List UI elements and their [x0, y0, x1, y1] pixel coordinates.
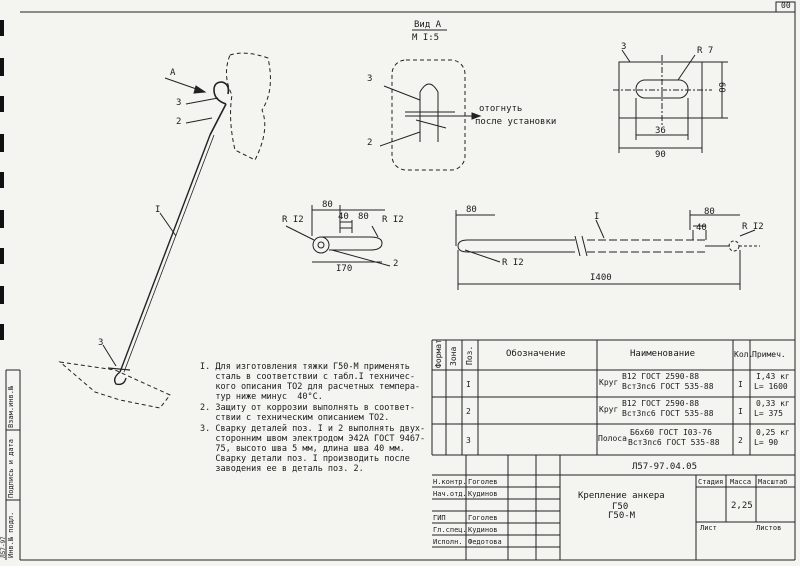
- dim-170: I70: [336, 264, 353, 274]
- side-code: Л57-97: [0, 536, 7, 558]
- plate-detail: [613, 49, 728, 153]
- header-zone: Зона: [449, 346, 458, 366]
- mass-value: 2,25: [731, 501, 753, 511]
- bend-note-2: после установки: [475, 117, 557, 127]
- anchor-main-view: [58, 52, 271, 409]
- row-note-2: L= 1600: [754, 382, 788, 391]
- spec-table-grid: [431, 339, 795, 456]
- sheets-label: Листов: [756, 524, 782, 532]
- row-note-1: 0,33 кг: [756, 399, 790, 408]
- row-pos: I: [466, 380, 471, 389]
- bend-note-1: отогнуть: [479, 104, 523, 114]
- role-label: Нач.отд.: [433, 490, 467, 498]
- row-pos: 3: [466, 436, 471, 445]
- doc-code: Л57-97.04.05: [632, 462, 698, 472]
- side-replace: Взам.инв.№: [7, 385, 15, 428]
- view-a: [379, 29, 482, 171]
- position-label: 2: [393, 259, 399, 269]
- sheet-corner-number: 00: [781, 1, 791, 10]
- scale-label: Масштаб: [758, 478, 788, 486]
- binding-marks: [0, 20, 4, 340]
- stage-label: Стадия: [698, 478, 724, 486]
- role-label: Исполн.: [433, 538, 463, 546]
- dim-r12: R I2: [742, 222, 764, 232]
- row-note-1: 0,25 кг: [756, 428, 790, 437]
- dim-r12: R I2: [502, 258, 524, 268]
- dim-80: 80: [704, 207, 715, 217]
- position-label: I: [594, 212, 600, 222]
- role-person: Гоголев: [468, 514, 498, 522]
- mass-label: Масса: [730, 478, 752, 486]
- row-name-prefix: Круг: [599, 378, 619, 387]
- row-name-1: Б6х60 ГОСТ I03-76: [630, 428, 712, 437]
- row-note-1: I,43 кг: [756, 372, 790, 381]
- sheet-label: Лист: [700, 524, 717, 532]
- view-a-scale: М I:5: [412, 33, 440, 43]
- position-label: 3: [367, 74, 373, 84]
- view-arrow-label: А: [170, 68, 176, 78]
- title-line-1: Крепление анкера: [578, 491, 665, 501]
- position-label: 2: [176, 117, 182, 127]
- role-person: Гоголев: [468, 478, 498, 486]
- rod-detail: [455, 210, 760, 290]
- note-1: I. Для изготовления тяжки Г50-М применят…: [200, 362, 421, 402]
- dim-r7: R 7: [697, 46, 714, 56]
- note-3: 3. Сварку деталей поз. I и 2 выполнять д…: [200, 424, 426, 474]
- row-note-2: L= 375: [754, 409, 783, 418]
- role-person: Кудинов: [468, 490, 498, 498]
- corner-box: [775, 1, 796, 13]
- row-note-2: L= 90: [754, 438, 779, 447]
- header-format: Формат: [434, 339, 443, 368]
- row-qty: 2: [738, 436, 743, 445]
- role-label: Н.контр.: [433, 478, 467, 486]
- role-label: Гл.спец.: [433, 526, 467, 534]
- side-sign-date: Подпись и дата: [7, 438, 15, 498]
- row-name-prefix: Круг: [599, 405, 619, 414]
- dim-36: 36: [655, 126, 666, 136]
- side-stamp-grid: [5, 369, 21, 560]
- position-label: 3: [621, 42, 627, 52]
- position-label: 3: [98, 338, 104, 348]
- position-label: 3: [176, 98, 182, 108]
- row-name-2: Вст3пс6 ГОСТ 535-88: [622, 409, 714, 418]
- title-line-3: Г50-М: [608, 511, 636, 521]
- row-name-2: Вст3пс6 ГОСТ 535-88: [622, 382, 714, 391]
- header-name: Наименование: [630, 349, 696, 359]
- header-note: Примеч.: [752, 350, 786, 359]
- row-qty: I: [738, 380, 743, 389]
- view-a-title: Вид А: [414, 20, 442, 30]
- dim-1400: I400: [590, 273, 612, 283]
- dim-80: 80: [466, 205, 477, 215]
- row-pos: 2: [466, 407, 471, 416]
- title-block-grid: [432, 455, 795, 560]
- dim-r12: R I2: [382, 215, 404, 225]
- dim-60: 60: [716, 82, 726, 93]
- role-person: Кудинов: [468, 526, 498, 534]
- header-designation: Обозначение: [506, 349, 566, 359]
- row-name-1: В12 ГОСТ 2590-88: [622, 372, 700, 381]
- dim-40: 40: [338, 212, 349, 222]
- position-label: 2: [367, 138, 373, 148]
- row-name-prefix: Полоса: [598, 434, 627, 443]
- loop-detail: [285, 205, 391, 267]
- header-qty: Кол.: [734, 350, 754, 359]
- role-label: ГИП: [433, 514, 446, 522]
- dim-80: 80: [322, 200, 333, 210]
- row-qty: I: [738, 407, 743, 416]
- header-pos: Поз.: [465, 345, 474, 365]
- dim-80: 80: [358, 212, 369, 222]
- row-name-2: Вст3пс6 ГОСТ 535-88: [628, 438, 720, 447]
- note-2: 2. Защиту от коррозии выполнять в соотве…: [200, 403, 415, 423]
- dim-40: 40: [696, 223, 707, 233]
- position-label: I: [155, 205, 161, 215]
- dim-90: 90: [655, 150, 666, 160]
- side-inv-no: Инв.№ подл.: [7, 511, 15, 558]
- row-name-1: В12 ГОСТ 2590-88: [622, 399, 700, 408]
- dim-r12: R I2: [282, 215, 304, 225]
- title-line-2: Г50: [612, 502, 629, 512]
- role-person: Федотова: [468, 538, 502, 546]
